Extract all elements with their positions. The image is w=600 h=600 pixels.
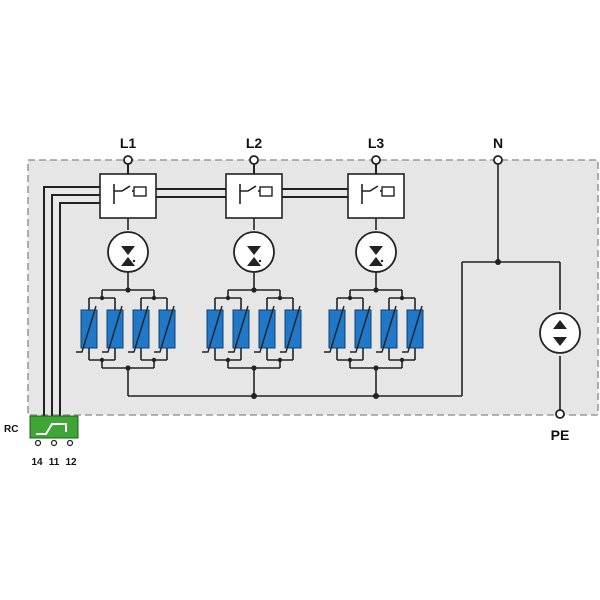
terminal-l3-label: L3 <box>368 135 385 151</box>
varistor-icon <box>376 305 398 353</box>
neutral-pe-wiring <box>461 164 561 410</box>
terminal-l2-label: L2 <box>246 135 263 151</box>
remote-contact-wiring <box>43 186 350 418</box>
varistor-icon <box>76 305 98 353</box>
varistor-icon <box>324 305 346 353</box>
phase-module-l2 <box>202 173 302 396</box>
relay-label: RC <box>4 424 18 435</box>
terminal-l1[interactable]: L1 <box>120 135 137 174</box>
thermal-disconnector-icon <box>99 173 157 219</box>
terminal-l3[interactable]: L3 <box>368 135 385 174</box>
terminal-l2[interactable]: L2 <box>246 135 263 174</box>
phase-module-l3 <box>324 173 424 396</box>
terminal-l1-label: L1 <box>120 135 137 151</box>
gas-discharge-tube-icon <box>539 312 581 354</box>
gas-discharge-tube-icon <box>355 231 397 273</box>
varistor-icon <box>402 305 424 353</box>
varistor-icon <box>254 305 276 353</box>
remote-contact-relay-icon <box>29 415 79 439</box>
terminal-n-label: N <box>493 135 503 151</box>
phase-module-l1 <box>76 173 176 396</box>
relay-pin-11: 11 <box>49 457 60 468</box>
thermal-disconnector-icon <box>347 173 405 219</box>
varistor-icon <box>202 305 224 353</box>
terminal-pe[interactable]: PE <box>551 409 570 443</box>
gas-discharge-tube-icon <box>107 231 149 273</box>
relay-pin-14: 14 <box>31 457 43 468</box>
gas-discharge-tube-n-pe <box>539 312 581 354</box>
varistor-icon <box>350 305 372 353</box>
varistor-icon <box>228 305 250 353</box>
varistor-icon <box>128 305 150 353</box>
remote-contact-relay: RC 14 11 12 <box>4 415 79 468</box>
thermal-disconnector-icon <box>225 173 283 219</box>
relay-pin-12: 12 <box>65 457 77 468</box>
terminal-n[interactable]: N <box>493 135 503 165</box>
terminal-pe-label: PE <box>551 427 570 443</box>
varistor-icon <box>280 305 302 353</box>
varistor-icon <box>102 305 124 353</box>
varistor-icon <box>154 305 176 353</box>
gas-discharge-tube-icon <box>233 231 275 273</box>
